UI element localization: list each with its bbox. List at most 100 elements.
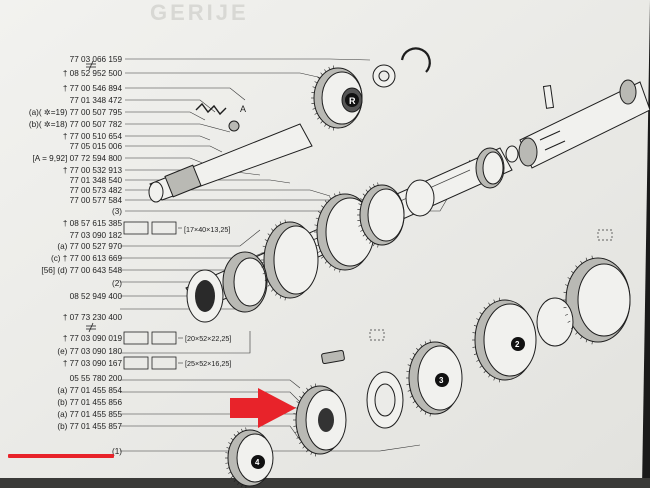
gear-tooth [320, 120, 323, 124]
gear-tooth [334, 193, 336, 197]
part-number-label: † 77 00 510 654 [63, 132, 123, 141]
part-number-label: † 77 00 532 913 [63, 166, 123, 175]
gear-tooth [317, 117, 320, 120]
gear-tooth [407, 364, 411, 366]
part-number-label: (b)( ✲=18) 77 00 507 782 [29, 120, 123, 129]
gear-tooth [420, 344, 423, 347]
gear-tooth [498, 379, 501, 383]
reverse-shaft [148, 123, 313, 203]
gear-tooth [310, 385, 313, 389]
gear-tooth [357, 208, 361, 211]
gear-tooth [483, 370, 486, 374]
part-number-label: † 77 00 546 894 [63, 84, 123, 93]
red-arrow-marker [230, 388, 296, 428]
gear-tooth [315, 383, 317, 387]
gear-tooth [267, 233, 271, 236]
gear-tooth [498, 297, 501, 301]
gear-tooth [420, 409, 423, 412]
part-number-label: † 77 03 090 167 [63, 359, 123, 368]
gear-tooth [233, 434, 237, 437]
gear-tooth [230, 475, 234, 479]
gear-tooth [311, 91, 315, 94]
gear-tooth [262, 245, 266, 248]
part-number-label: (a) 77 00 527 970 [57, 242, 122, 251]
bearing-right [475, 145, 519, 189]
gear-tooth [262, 272, 266, 275]
synchro-ring-right [536, 257, 631, 347]
gear-tooth [429, 339, 431, 343]
gear-tooth [321, 256, 324, 259]
gear-tooth [314, 238, 318, 240]
gear-tooth [409, 358, 413, 361]
gear-tooth [226, 447, 230, 449]
gear-tooth [591, 341, 593, 345]
gear-tooth [377, 182, 379, 186]
gear-tooth [333, 127, 335, 131]
gear-tooth [312, 107, 316, 110]
gear-tooth [299, 441, 302, 445]
part-number-label: (b) 77 01 455 857 [57, 422, 122, 431]
dimension-label-1: [17×40×13,25] [184, 225, 230, 234]
gear-tooth [264, 239, 268, 242]
gear-tooth [476, 318, 480, 321]
primary-shaft [518, 79, 650, 169]
gear-tooth [563, 291, 567, 294]
gear-tooth [284, 297, 286, 301]
gear-tooth [570, 326, 574, 330]
part-number-label: 77 03 090 182 [70, 231, 123, 240]
small-pin [542, 84, 555, 109]
gear-tooth [324, 260, 328, 264]
gear-tooth [369, 240, 372, 244]
gear-tooth [314, 112, 318, 115]
gear-tooth [488, 374, 491, 378]
gear-tooth [299, 395, 302, 399]
gear-tooth [314, 224, 318, 226]
part-number-label: (a) 77 01 455 855 [57, 410, 122, 419]
part-number-label: 08 52 949 400 [70, 292, 123, 301]
gear-tooth [357, 219, 361, 222]
part-number-label: (c) † 77 00 613 669 [51, 254, 122, 263]
gear-tooth [567, 320, 571, 323]
gear-tooth [479, 312, 483, 315]
gear-tooth [293, 413, 297, 415]
gear-tooth [424, 411, 427, 415]
gear-tooth [328, 66, 331, 70]
gear-tooth [314, 81, 318, 84]
gear-tooth [312, 86, 316, 89]
gear-third-upper [263, 221, 319, 299]
gear-tooth [369, 186, 372, 190]
gear-tooth [362, 234, 366, 237]
gear-tooth [334, 267, 336, 271]
gear-tooth [271, 228, 274, 232]
reverse-gear: R [313, 67, 363, 129]
gear-tooth [473, 353, 477, 355]
gear-tooth [302, 391, 305, 395]
gear-third-lower: 3 [408, 341, 463, 415]
gear-tooth [563, 306, 567, 309]
gear-tooth [261, 266, 265, 268]
gear-marker-3: 3 [439, 376, 444, 385]
gear-tooth [565, 284, 569, 286]
gear-tooth [476, 359, 480, 362]
gear-tooth [412, 400, 416, 404]
gear-tooth [407, 390, 411, 392]
gear-tooth [317, 76, 320, 79]
gear-tooth [575, 331, 578, 335]
gear-tooth [261, 252, 265, 254]
gear-tooth [493, 299, 496, 303]
gear-tooth [365, 189, 369, 193]
part-number-label: 77 00 577 584 [70, 196, 123, 205]
gear-tooth [365, 237, 369, 241]
gear-tooth [333, 65, 335, 69]
gear-tooth [275, 292, 278, 296]
part-number-label: 77 05 015 006 [70, 142, 123, 151]
gear-tooth [493, 377, 496, 381]
gear-tooth [279, 221, 282, 225]
gear-tooth [416, 405, 419, 409]
gear-tooth [324, 69, 327, 73]
part-number-label: 05 55 780 200 [70, 374, 123, 383]
bearing-spec-box-3: [25×52×16,25] [123, 356, 231, 370]
gear-tooth [228, 471, 232, 474]
part-number-label: † 08 57 615 385 [63, 219, 123, 228]
gear-tooth [284, 219, 286, 223]
